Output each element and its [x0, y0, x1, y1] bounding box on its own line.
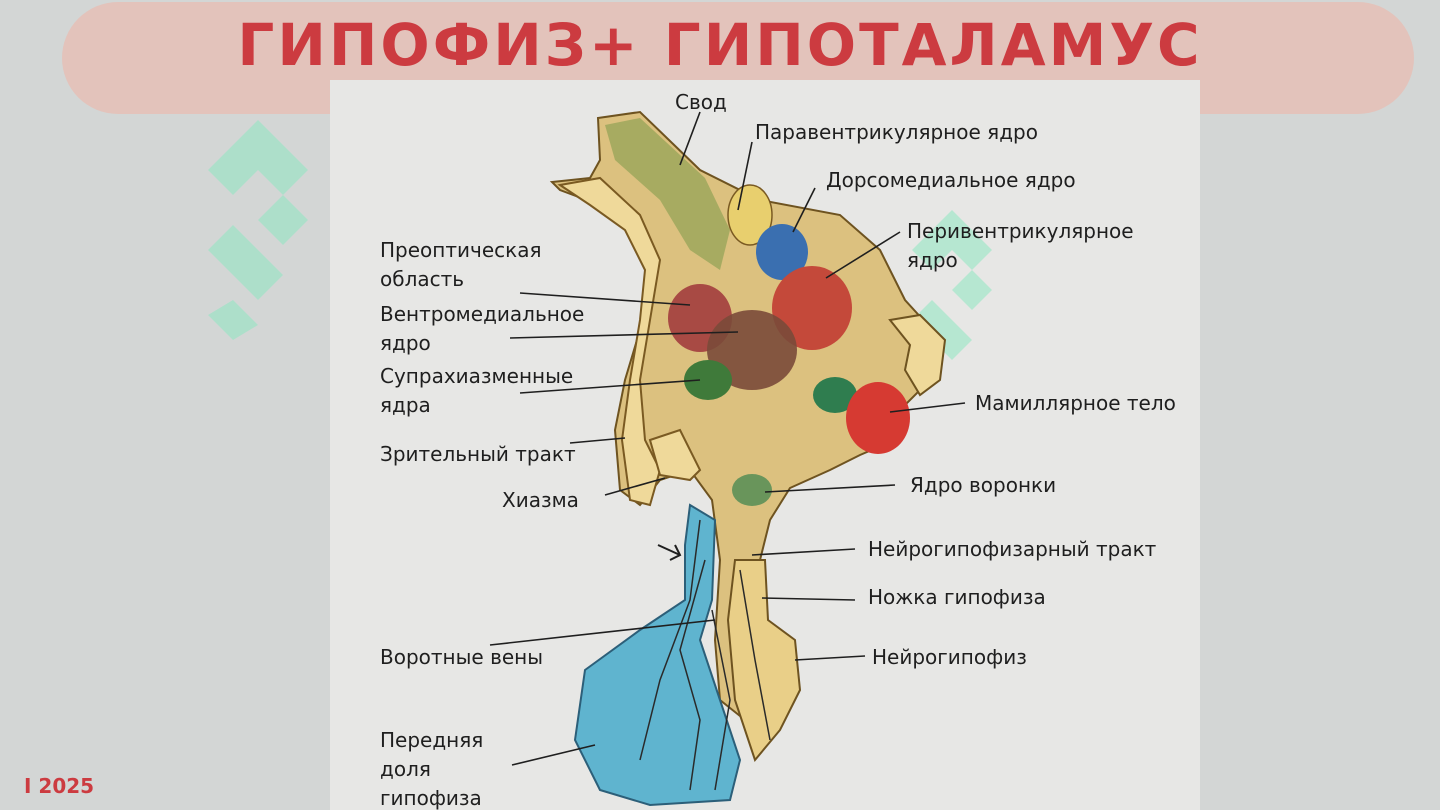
chiasm-fold [648, 428, 702, 482]
leader-optic-tract [569, 437, 626, 444]
leader-svod [679, 111, 701, 166]
green-nucleus [813, 377, 857, 413]
leader-neurohypophyseal-tract [751, 548, 856, 556]
footer-year: I 2025 [24, 774, 95, 798]
slide-title: ГИПОФИЗ+ ГИПОТАЛАМУС [237, 11, 1203, 79]
mamillary-hook [888, 313, 947, 397]
leader-suprachiasmatic [519, 379, 701, 394]
leader-chiasm [604, 477, 666, 496]
ventromedial-nucleus [707, 310, 797, 390]
paraventricular-nucleus [727, 184, 773, 246]
label-dorsomedial: Дорсомедиальное ядро [826, 168, 1076, 192]
label-paraventricular: Паравентрикулярное ядро [755, 120, 1038, 144]
label-chiasm: Хиазма [502, 488, 579, 512]
leader-ventromedial [509, 331, 739, 339]
leader-mamillary [889, 402, 966, 413]
label-suprachiasmatic: Супрахиазменные ядра [380, 364, 574, 417]
optic-fold [557, 176, 662, 507]
label-periventricular: Перивентрикулярное ядро [907, 219, 1134, 272]
fornix [605, 118, 730, 270]
leader-lines [489, 111, 966, 766]
label-pituitary-stalk: Ножка гипофиза [868, 585, 1046, 609]
neurohypophysis-lobe [726, 559, 802, 763]
leader-preoptic [519, 292, 691, 306]
portal-vessels [639, 519, 771, 791]
label-preoptic: Преоптическая область [380, 238, 542, 291]
label-portal-veins: Воротные вены [380, 645, 544, 669]
label-mamillary: Мамиллярное тело [975, 391, 1176, 415]
label-svod: Свод [675, 90, 727, 114]
label-ventromedial: Вентромедиальное ядро [380, 302, 585, 355]
mamillary-body [846, 382, 910, 454]
label-infundibular: Ядро воронки [910, 473, 1057, 497]
leader-pituitary-stalk [761, 597, 856, 601]
leader-paraventricular [737, 141, 753, 211]
label-neurohypophysis: Нейрогипофиз [872, 645, 1027, 669]
infundibular-nucleus [732, 474, 772, 506]
leader-portal-veins [489, 619, 716, 646]
leader-periventricular [825, 231, 901, 279]
periventricular-nucleus [772, 266, 852, 350]
label-anterior-lobe: Передняя доля гипофиза [380, 728, 484, 810]
leader-neurohypophysis [794, 655, 866, 661]
arrow-icon [657, 544, 682, 561]
suprachiasmatic-nuclei [684, 360, 732, 400]
leader-anterior-lobe [511, 744, 596, 766]
watermark-logo-right [912, 210, 992, 360]
leader-infundibular [764, 484, 896, 493]
dorsomedial-nucleus [756, 224, 808, 280]
leader-dorsomedial [792, 187, 816, 233]
watermark-logo-left [208, 120, 308, 340]
label-optic-tract: Зрительный тракт [380, 442, 576, 466]
label-neurohypophyseal-tract: Нейрогипофизарный тракт [868, 537, 1157, 561]
